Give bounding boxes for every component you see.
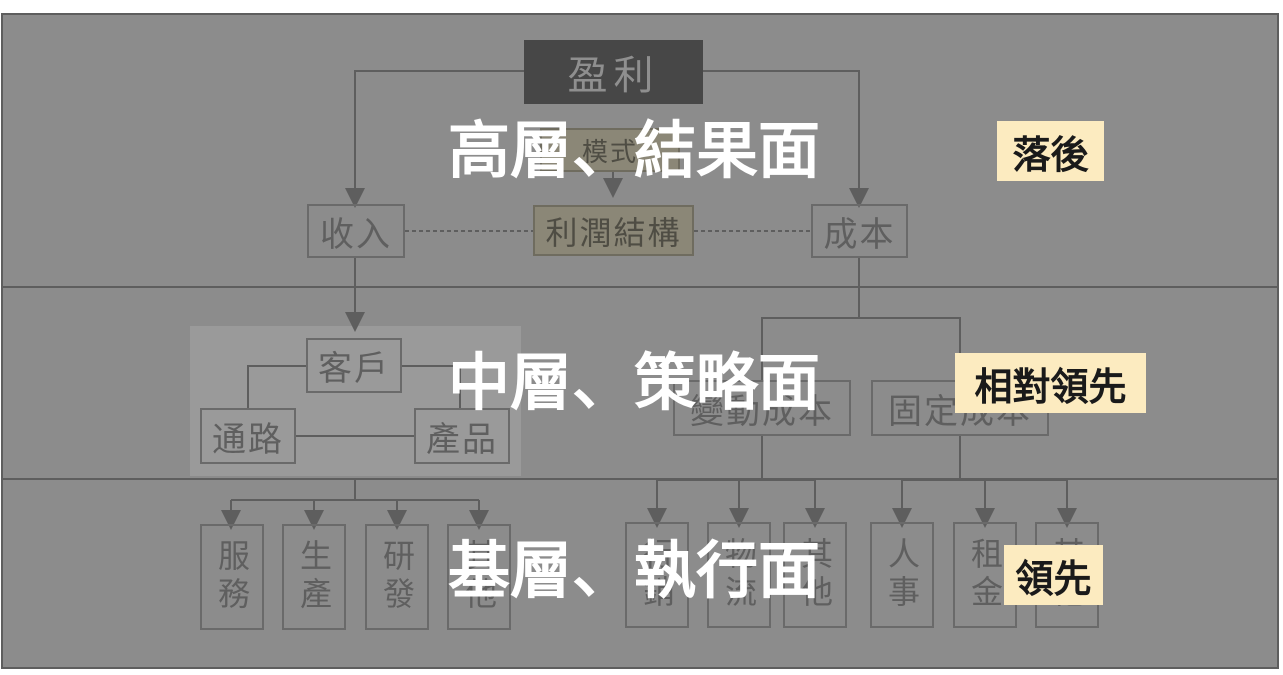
connector-customer-product [402, 365, 461, 408]
logistics-box: 物流 [707, 522, 771, 628]
marketing-box: 行銷 [625, 522, 689, 628]
channel-box: 通路 [200, 408, 296, 464]
bottom-layer-title: 基層、執行面 [448, 534, 821, 607]
customer-box: 客戶 [306, 338, 402, 393]
service-box: 服務 [200, 524, 264, 630]
revenue-strategy-group [190, 326, 521, 476]
connector-fixed-items [902, 436, 1067, 481]
production-box: 生產 [282, 524, 346, 630]
middle-layer-title: 中層、策略面 [448, 346, 821, 419]
personnel-box: 人事 [870, 522, 934, 628]
business-model-box: 模式 [540, 128, 680, 172]
band-divider-bottom [1, 478, 1279, 480]
band-divider-top [1, 286, 1279, 288]
revenue-other-box: 其他 [447, 524, 511, 630]
profit-structure-box: 利潤結構 [533, 205, 694, 256]
revenue-box: 收入 [307, 204, 405, 258]
connector-variable-items [657, 436, 815, 481]
profit-box: 盈利 [524, 40, 703, 104]
middle-layer-tag: 相對領先 [955, 353, 1146, 413]
top-layer-title: 高層、結果面 [448, 114, 821, 187]
variable-other-box: 其他 [783, 522, 847, 628]
top-layer-tag: 落後 [997, 121, 1104, 181]
connector-revenue-items [231, 480, 479, 501]
variable-cost-box: 變動成本 [673, 380, 851, 436]
rnd-box: 研發 [365, 524, 429, 630]
product-box: 產品 [414, 408, 510, 464]
connector-customer-channel [247, 365, 306, 408]
cost-box: 成本 [811, 204, 908, 258]
connector-profit-revenue [345, 70, 524, 208]
bottom-layer-tag: 領先 [1004, 545, 1103, 605]
connector-profit-cost [703, 70, 869, 208]
